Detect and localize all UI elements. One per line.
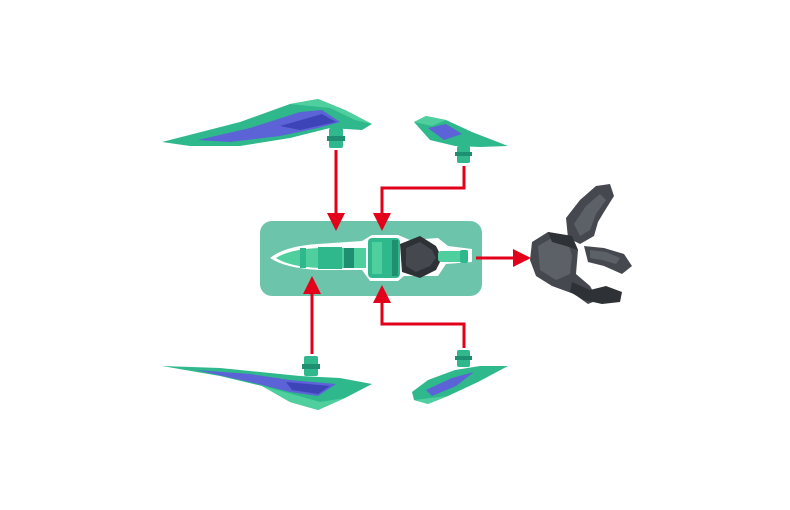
wing-ll-edge bbox=[262, 386, 345, 410]
core-cylinder-highlight bbox=[372, 242, 382, 274]
gripper-claw-hand bbox=[530, 184, 632, 304]
core-rod-band-1 bbox=[300, 248, 306, 268]
wing-ll-inlay-shade bbox=[286, 382, 330, 394]
wing-ur-inlay bbox=[428, 124, 462, 140]
hand-lower-claw bbox=[570, 282, 622, 304]
wing-ur-peg-cap bbox=[455, 152, 472, 156]
core-rod-band-3 bbox=[344, 248, 354, 268]
wing-lr-body bbox=[412, 366, 508, 404]
wing-blade-upper-left bbox=[162, 99, 372, 148]
assembly-arrows bbox=[303, 150, 531, 354]
wing-lr-peg-cap bbox=[455, 356, 472, 360]
core-peg-end bbox=[460, 250, 468, 263]
wing-ul-peg-cap bbox=[327, 136, 345, 141]
wing-ur-body bbox=[414, 116, 508, 147]
core-rod-band-2 bbox=[318, 247, 342, 269]
central-core-assembly bbox=[260, 221, 482, 296]
wing-blade-lower-right bbox=[412, 350, 508, 404]
wing-ul-inlay-shade bbox=[280, 114, 336, 130]
arrow-lower-right-to-core bbox=[373, 285, 466, 348]
wing-ll-peg-cap bbox=[302, 364, 320, 369]
hand-palm-face bbox=[538, 238, 572, 280]
wing-ur-edge bbox=[414, 116, 446, 126]
hand-shadow bbox=[548, 232, 578, 250]
arrow-upper-right-to-core bbox=[373, 166, 466, 231]
hand-upper-claw-face bbox=[574, 194, 606, 236]
wing-ul-edge bbox=[290, 99, 372, 124]
wing-blade-upper-right bbox=[414, 116, 508, 163]
core-cylinder-shadow bbox=[392, 240, 398, 276]
wing-blade-lower-left bbox=[162, 356, 372, 410]
wing-ul-inlay bbox=[198, 110, 340, 142]
wing-lr-edge bbox=[414, 396, 448, 404]
core-joint-face bbox=[406, 242, 436, 272]
wing-lr-inlay bbox=[426, 372, 474, 396]
hand-finger-face bbox=[590, 250, 620, 264]
